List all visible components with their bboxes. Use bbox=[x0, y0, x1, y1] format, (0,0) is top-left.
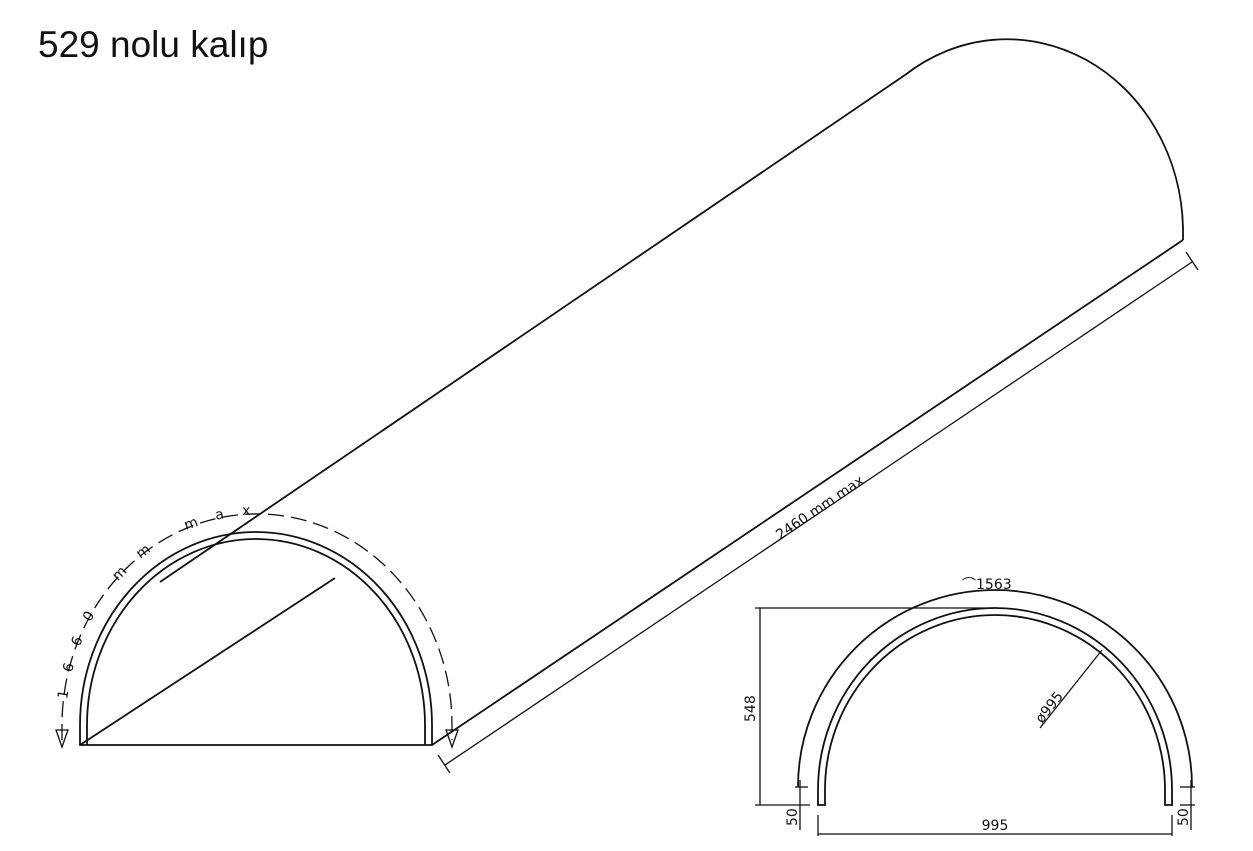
length-dimension-line bbox=[444, 261, 1193, 766]
bottom-edge-line bbox=[431, 239, 1184, 746]
height-label: 548 bbox=[743, 695, 759, 722]
top-edge-line bbox=[159, 74, 906, 583]
back-arc bbox=[904, 38, 1184, 240]
thickness-right-label: 50 bbox=[1176, 808, 1192, 826]
front-outer-arc bbox=[79, 531, 433, 746]
middle-inner-arc bbox=[817, 607, 1173, 806]
arrow-right bbox=[445, 729, 459, 749]
diameter-label: ø995 bbox=[1033, 689, 1067, 727]
outer-arc bbox=[797, 589, 1193, 788]
front-inner-arc bbox=[86, 538, 426, 745]
isometric-view: 1660 mm max 2460 mm max bbox=[55, 38, 1199, 774]
hidden-bottom-edge bbox=[79, 577, 336, 746]
drawing-title: 529 nolu kalıp bbox=[38, 24, 269, 65]
arrow-left bbox=[55, 729, 69, 749]
section-view: 548 50 50 995 ø995 ⌒1563 bbox=[743, 577, 1195, 836]
thickness-left-label: 50 bbox=[785, 808, 801, 826]
arc-length-dimension bbox=[61, 513, 453, 740]
width-label: 995 bbox=[982, 818, 1009, 834]
arc-length-label: ⌒1563 bbox=[962, 577, 1012, 593]
